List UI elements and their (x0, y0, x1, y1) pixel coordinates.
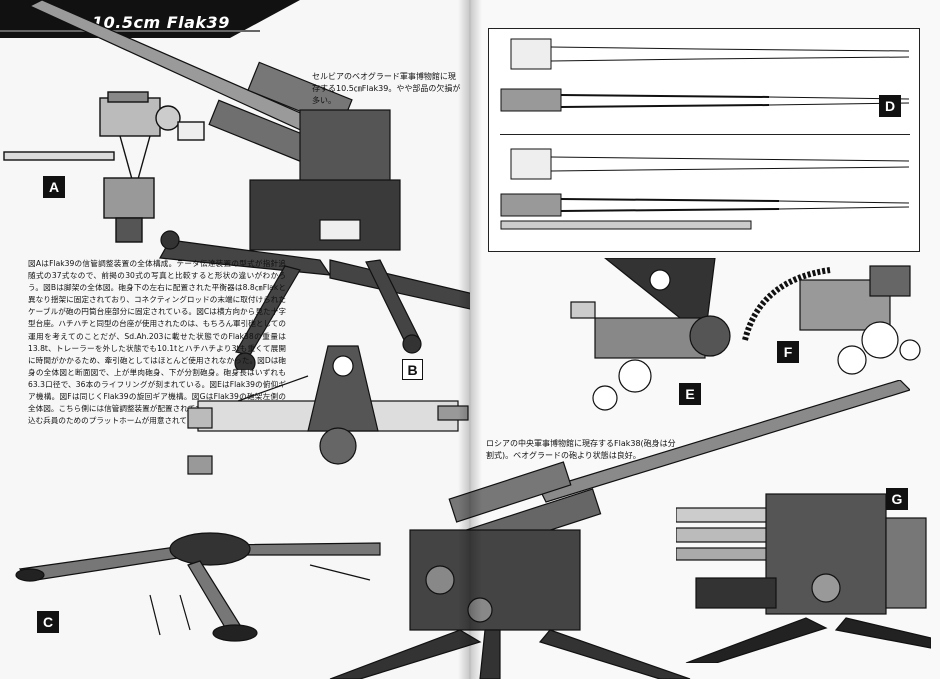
figure-label-a: A (43, 176, 65, 198)
page-gutter (458, 0, 482, 679)
main-gun-photo (28, 0, 470, 370)
figure-b-mount (187, 345, 469, 475)
figure-label-f: F (777, 341, 799, 363)
caption-russia: ロシアの中央軍事博物館に現存するFlak38(砲身は分割式)。ベオグラードの砲よ… (486, 439, 676, 460)
figure-label-c: C (37, 611, 59, 633)
diagram-divider (500, 134, 910, 135)
figure-f-traverse-gear (742, 265, 921, 375)
figure-e-elevation-gear (570, 258, 731, 411)
figure-g-carriage-left (676, 493, 931, 663)
body-text: 図AはFlak39の信管調整装置の全体構成。データ伝達装置の型式が指針追随式の3… (28, 259, 286, 426)
figure-d-barrel-diagram (488, 28, 920, 252)
figure-label-b: B (402, 359, 423, 380)
page-title: 10.5cm Flak39 (92, 13, 230, 32)
figure-label-g: G (886, 488, 908, 510)
figure-label-d: D (879, 95, 901, 117)
figure-c-cruciform-base (15, 532, 381, 642)
figure-a-fuze-setter (3, 91, 205, 243)
title-banner: 10.5cm Flak39 (0, 0, 300, 38)
flak38-photo (329, 380, 910, 679)
caption-belgrade: セルビアのベオグラード軍事博物館に現存する10.5㎝Flak39。やや部品の欠損… (312, 72, 461, 105)
figure-label-e: E (679, 383, 701, 405)
